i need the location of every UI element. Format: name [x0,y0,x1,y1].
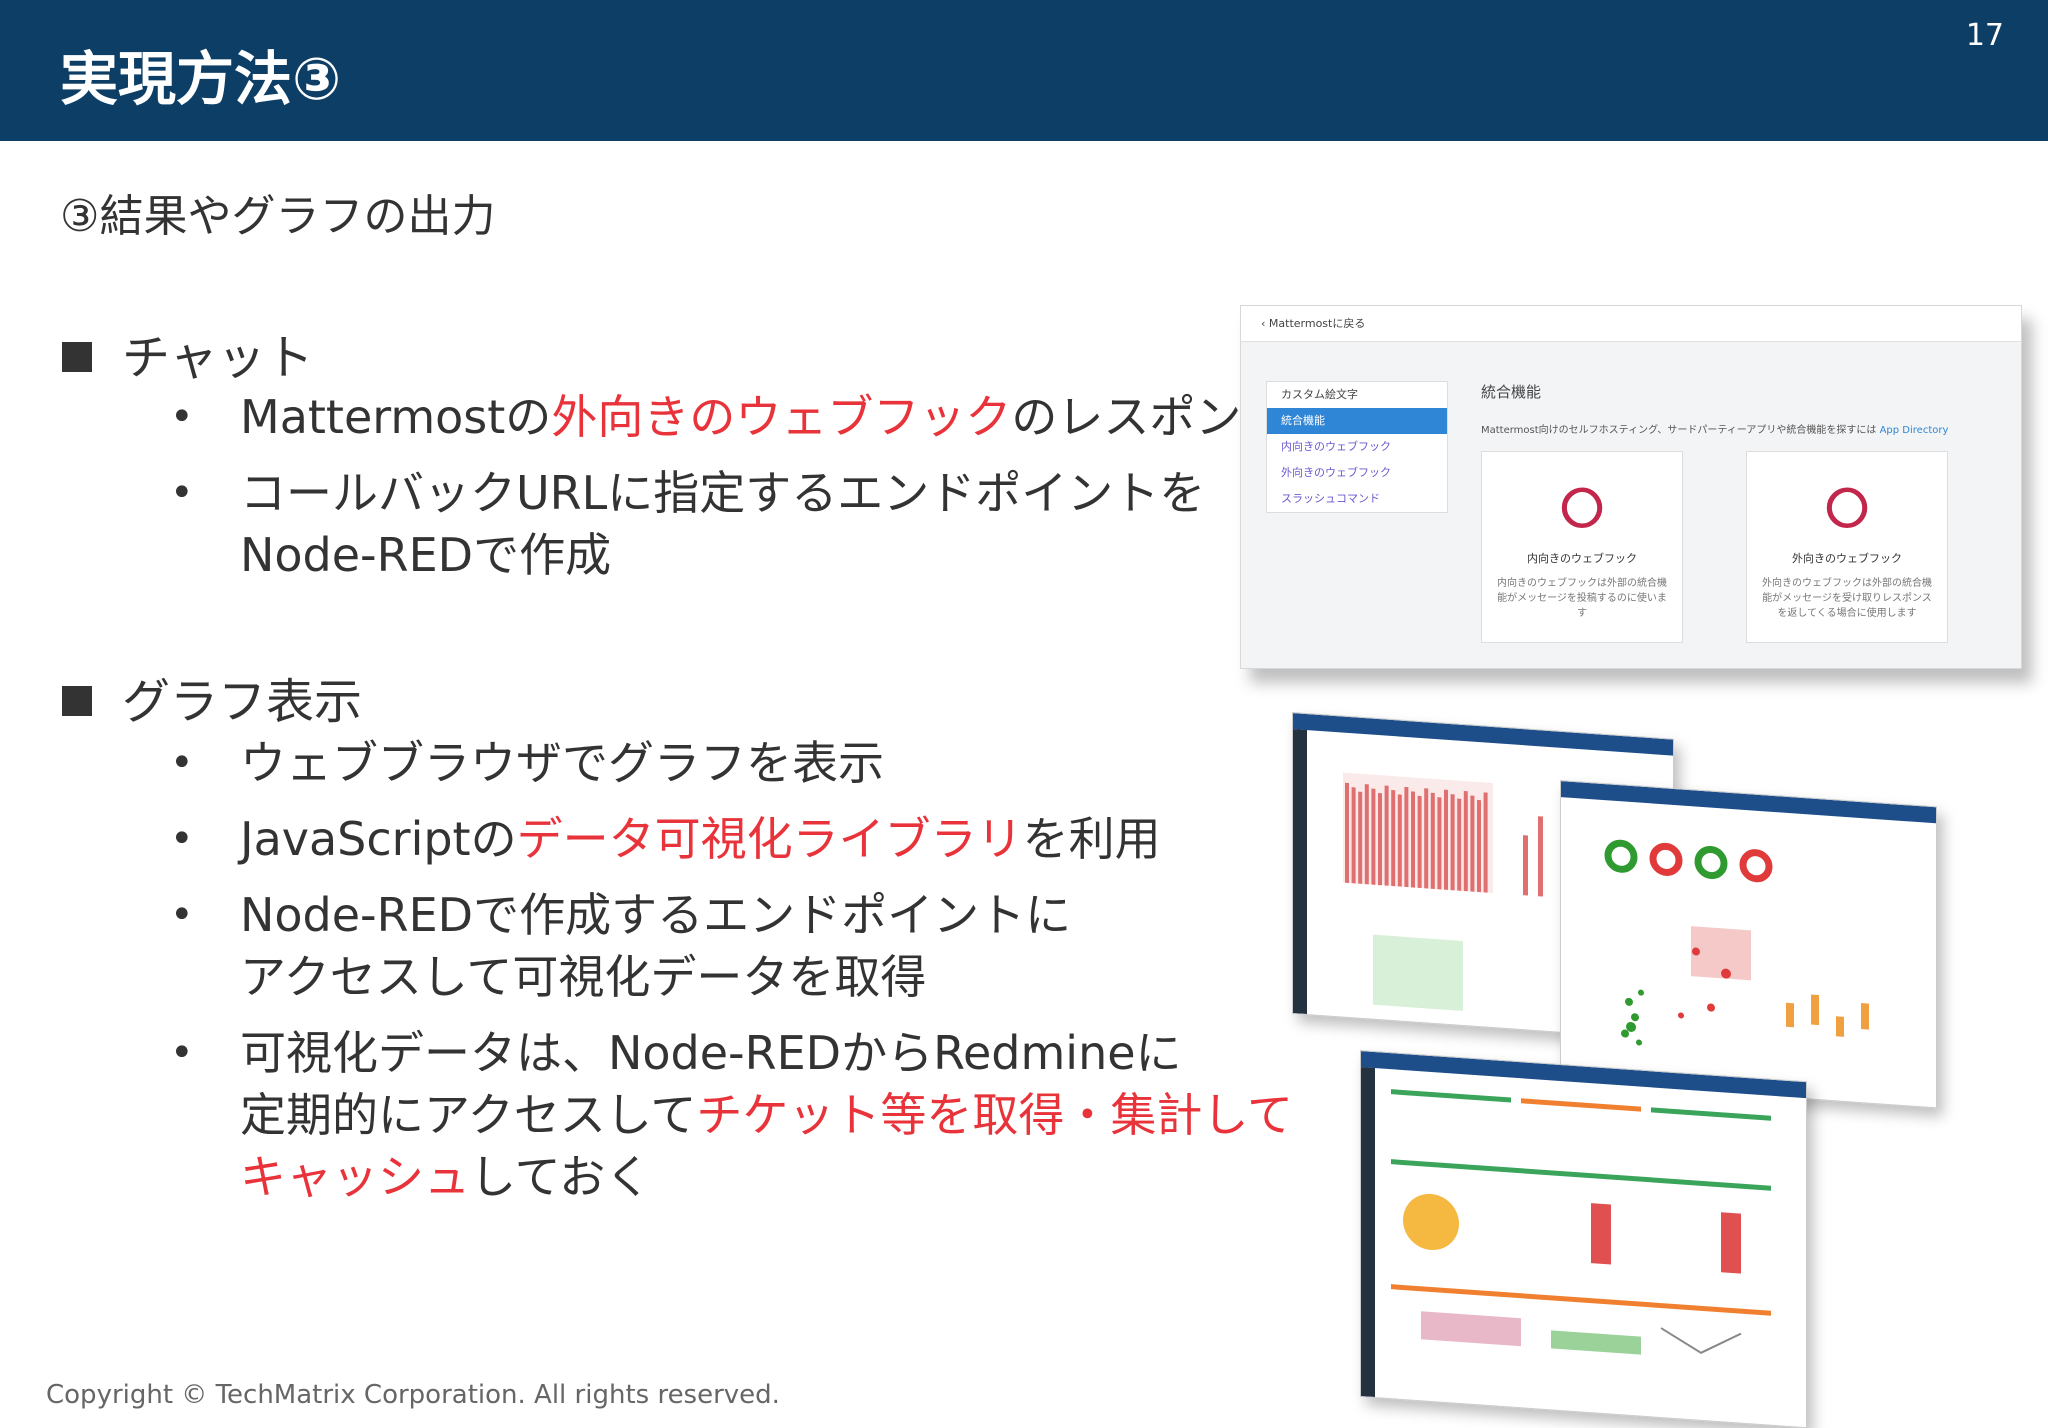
page-number: 17 [1965,18,2004,53]
dashboard-screenshot-bar-chart [1292,712,1674,1041]
bullet-line: 定期的にアクセスしてチケット等を取得・集計して [240,1084,1293,1146]
card-text: 外向きのウェブフックは外部の統合機能がメッセージを受け取りレスポンスを返してくる… [1762,578,1932,619]
webhook-icon: ⭘ [1824,476,1870,541]
incoming-webhook-card: ⭘ 内向きのウェブフック 内向きのウェブフックは外部の統合機能がメッセージを投稿… [1481,451,1683,643]
bullet-line: 可視化データは、Node-REDからRedmineに [240,1022,1293,1084]
bullet-line: キャッシュしておく [240,1146,1293,1208]
bullet-line: Node-REDで作成 [240,524,1286,586]
summary-dashboard-image [1391,1089,1771,1355]
title-bar: 実現方法③ 17 [0,0,2048,141]
bullet-text: 定期的にアクセスして [240,1088,697,1142]
chat-bullet-list: • Mattermostの外向きのウェブフックのレスポンス • コールバックURLに指… [170,386,1286,600]
section-heading-label: チャット [122,330,314,386]
section-heading-label: グラフ表示 [122,674,363,730]
bullet-text: を利用 [1022,812,1161,866]
webhook-icon: ⭘ [1559,476,1605,541]
section-heading-chat: チャット [62,318,314,388]
bullet-text: しておく [470,1150,652,1204]
bullet-dot-icon: • [170,816,194,862]
bullet-text: Mattermostの [240,390,552,444]
bullet-dot-icon: • [170,740,194,786]
bullet-line: ウェブブラウザでグラフを表示 [240,732,1293,794]
app-directory-link: App Directory [1879,425,1949,436]
graph-bullet-list: • ウェブブラウザでグラフを表示 • JavaScriptのデータ可視化ライブラリを利… [170,732,1293,1222]
slide-subtitle: ③結果やグラフの出力 [60,191,496,242]
bullet-item: • コールバックURLに指定するエンドポイントを Node-REDで作成 [170,462,1286,586]
highlight-text: チケット等を取得・集計して [696,1088,1293,1142]
bullet-dot-icon: • [170,394,194,440]
scatter-chart-image [1604,839,1869,1046]
back-link: ‹ Mattermostに戻る [1241,306,2021,342]
sidebar-item: スラッシュコマンド [1281,492,1380,505]
integration-description: Mattermost向けのセルフホスティング、サードパーティーアプリや統合機能を… [1481,421,1948,436]
integration-sidebar: カスタム絵文字 統合機能 内向きのウェブフック 外向きのウェブフック スラッシュ… [1266,381,1448,513]
bullet-text: コールバックURLに指定するエンドポイントを [240,466,1206,520]
square-bullet-icon [62,686,92,716]
bullet-line: Mattermostの外向きのウェブフックのレスポンス [240,386,1286,448]
dashboard-screenshot-summary [1360,1050,1807,1428]
card-text: 内向きのウェブフックは外部の統合機能がメッセージを投稿するのに使います [1497,578,1667,619]
bullet-dot-icon: • [170,470,194,516]
integration-heading: 統合機能 [1481,383,1542,401]
bullet-text: Node-REDで作成するエンドポイントに [240,888,1072,942]
dashboard-screenshot-scatter [1560,780,1937,1109]
bullet-text: 可視化データは、Node-REDからRedmineに [240,1026,1182,1080]
highlight-text: キャッシュ [240,1150,470,1204]
bullet-line: コールバックURLに指定するエンドポイントを [240,462,1286,524]
mattermost-integration-screenshot: ‹ Mattermostに戻る カスタム絵文字 統合機能 内向きのウェブフック … [1240,305,2022,669]
bullet-line: アクセスして可視化データを取得 [240,946,1293,1008]
bullet-line: JavaScriptのデータ可視化ライブラリを利用 [240,808,1293,870]
bullet-text: JavaScriptの [240,812,517,866]
section-heading-graph: グラフ表示 [62,662,362,732]
bullet-dot-icon: • [170,1030,194,1076]
bullet-text: Node-REDで作成 [240,528,612,582]
outgoing-webhook-card: ⭘ 外向きのウェブフック 外向きのウェブフックは外部の統合機能がメッセージを受け… [1746,451,1948,643]
bar-chart-image [1343,772,1543,1011]
description-text: Mattermost向けのセルフホスティング、サードパーティーアプリや統合機能を… [1481,425,1877,436]
bullet-dot-icon: • [170,892,194,938]
sidebar-item-active: 統合機能 [1267,408,1447,434]
card-name: 内向きのウェブフック [1527,552,1637,565]
bullet-text: ウェブブラウザでグラフを表示 [240,736,884,790]
highlight-text: データ可視化ライブラリ [516,812,1023,866]
slide-title: 実現方法③ [60,45,342,113]
bullet-item: • 可視化データは、Node-REDからRedmineに定期的にアクセスしてチケッ… [170,1022,1293,1208]
bullet-item: • JavaScriptのデータ可視化ライブラリを利用 [170,808,1293,870]
bullet-line: Node-REDで作成するエンドポイントに [240,884,1293,946]
bullet-item: • Node-REDで作成するエンドポイントにアクセスして可視化データを取得 [170,884,1293,1008]
sidebar-item: カスタム絵文字 [1281,388,1358,401]
square-bullet-icon [62,342,92,372]
sidebar-item: 内向きのウェブフック [1281,440,1391,453]
bullet-item: • ウェブブラウザでグラフを表示 [170,732,1293,794]
bullet-text: アクセスして可視化データを取得 [240,950,927,1004]
bullet-item: • Mattermostの外向きのウェブフックのレスポンス [170,386,1286,448]
highlight-text: 外向きのウェブフック [551,390,1012,444]
copyright-footer: Copyright © TechMatrix Corporation. All … [46,1380,780,1410]
sidebar-item: 外向きのウェブフック [1281,466,1391,479]
card-name: 外向きのウェブフック [1792,552,1902,565]
